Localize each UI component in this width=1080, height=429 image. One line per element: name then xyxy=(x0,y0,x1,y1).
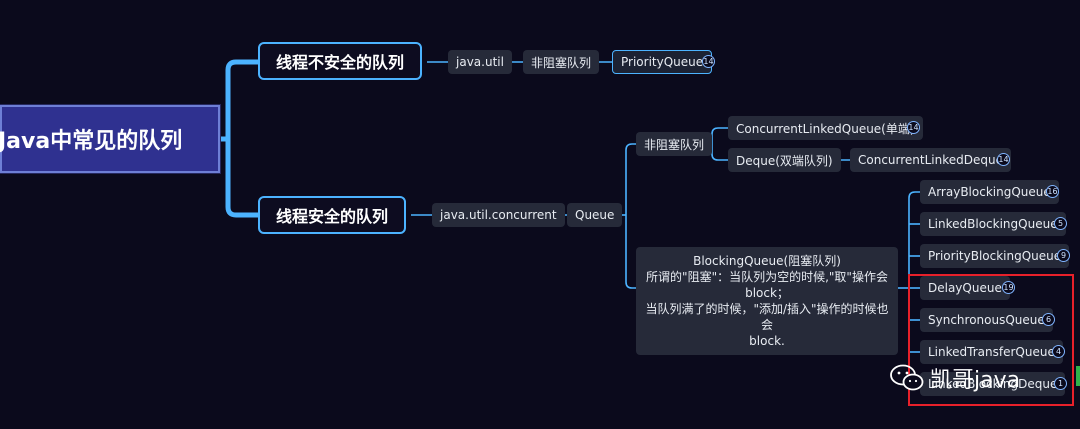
linked-transfer-queue-label: LinkedTransferQueue xyxy=(928,345,1055,359)
delay-queue-label: DelayQueue xyxy=(928,281,1002,295)
edge-indicator xyxy=(1076,366,1080,386)
safe-queue-label: 线程安全的队列 xyxy=(276,207,389,226)
synchronous-queue-badge: 6 xyxy=(1042,313,1055,326)
delay-queue-badge: 19 xyxy=(1002,281,1015,294)
synchronous-queue-node[interactable]: SynchronousQueue xyxy=(920,308,1053,332)
clq-label: ConcurrentLinkedQueue(单端) xyxy=(736,121,915,136)
linked-blocking-deque-node[interactable]: LinkedBlockingDeque xyxy=(920,372,1066,396)
blocking-line-4: 当队列满了的时候，"添加/插入"操作的时候也会 xyxy=(645,302,889,332)
java-util-label: java.util xyxy=(456,55,504,69)
clq-badge: 14 xyxy=(907,121,920,134)
cld-label: ConcurrentLinkedDeque xyxy=(858,153,1003,167)
priority-queue-label: PriorityQueue xyxy=(621,55,704,69)
queue-interface-node[interactable]: Queue xyxy=(567,203,623,227)
highlight-box xyxy=(908,274,1074,406)
array-blocking-queue-badge: 16 xyxy=(1046,185,1059,198)
unsafe-nonblocking-node[interactable]: 非阻塞队列 xyxy=(523,50,600,74)
priority-queue-node[interactable]: PriorityQueue xyxy=(612,50,713,74)
array-blocking-queue-label: ArrayBlockingQueue xyxy=(928,185,1051,199)
priority-blocking-queue-node[interactable]: PriorityBlockingQueue xyxy=(920,244,1070,268)
java-util-node[interactable]: java.util xyxy=(448,50,512,74)
blocking-line-3: block； xyxy=(745,286,789,300)
unsafe-queue-label: 线程不安全的队列 xyxy=(276,53,405,72)
safe-nonblocking-node[interactable]: 非阻塞队列 xyxy=(636,132,713,156)
java-util-concurrent-label: java.util.concurrent xyxy=(440,208,557,222)
root-label: Java中常见的队列 xyxy=(0,129,183,154)
linked-blocking-queue-badge: 5 xyxy=(1054,217,1067,230)
blocking-queue-node[interactable]: BlockingQueue(阻塞队列) 所谓的"阻塞"：当队列为空的时候,"取"… xyxy=(636,247,898,355)
wechat-icon xyxy=(890,364,924,391)
blocking-line-2: 所谓的"阻塞"：当队列为空的时候,"取"操作会 xyxy=(646,270,888,284)
priority-queue-badge: 14 xyxy=(702,55,715,68)
deque-node[interactable]: Deque(双端队列) xyxy=(728,148,841,172)
unsafe-nonblocking-label: 非阻塞队列 xyxy=(531,55,592,70)
safe-queue-node[interactable]: 线程安全的队列 xyxy=(258,196,407,234)
cld-node[interactable]: ConcurrentLinkedDeque xyxy=(850,148,1011,172)
linked-blocking-deque-label: LinkedBlockingDeque xyxy=(928,377,1058,391)
synchronous-queue-label: SynchronousQueue xyxy=(928,313,1045,327)
queue-interface-label: Queue xyxy=(575,208,615,222)
linked-blocking-queue-label: LinkedBlockingQueue xyxy=(928,217,1058,231)
unsafe-queue-node[interactable]: 线程不安全的队列 xyxy=(258,42,423,80)
java-util-concurrent-node[interactable]: java.util.concurrent xyxy=(432,203,565,227)
array-blocking-queue-node[interactable]: ArrayBlockingQueue xyxy=(920,180,1059,204)
delay-queue-node[interactable]: DelayQueue xyxy=(920,276,1010,300)
blocking-line-5: block. xyxy=(749,334,785,348)
watermark: 凯哥java xyxy=(890,362,1020,394)
blocking-line-1: BlockingQueue(阻塞队列) xyxy=(693,254,841,268)
deque-label: Deque(双端队列) xyxy=(736,153,833,168)
root-node[interactable]: Java中常见的队列 xyxy=(0,104,221,174)
priority-blocking-queue-badge: 9 xyxy=(1057,249,1070,262)
cld-badge: 14 xyxy=(997,153,1010,166)
linked-transfer-queue-badge: 4 xyxy=(1052,345,1065,358)
clq-node[interactable]: ConcurrentLinkedQueue(单端) xyxy=(728,116,923,140)
linked-blocking-deque-badge: 1 xyxy=(1054,377,1067,390)
linked-transfer-queue-node[interactable]: LinkedTransferQueue xyxy=(920,340,1063,364)
linked-blocking-queue-node[interactable]: LinkedBlockingQueue xyxy=(920,212,1066,236)
watermark-text: 凯哥java xyxy=(930,368,1021,393)
safe-nonblocking-label: 非阻塞队列 xyxy=(644,137,705,152)
priority-blocking-queue-label: PriorityBlockingQueue xyxy=(928,249,1062,263)
